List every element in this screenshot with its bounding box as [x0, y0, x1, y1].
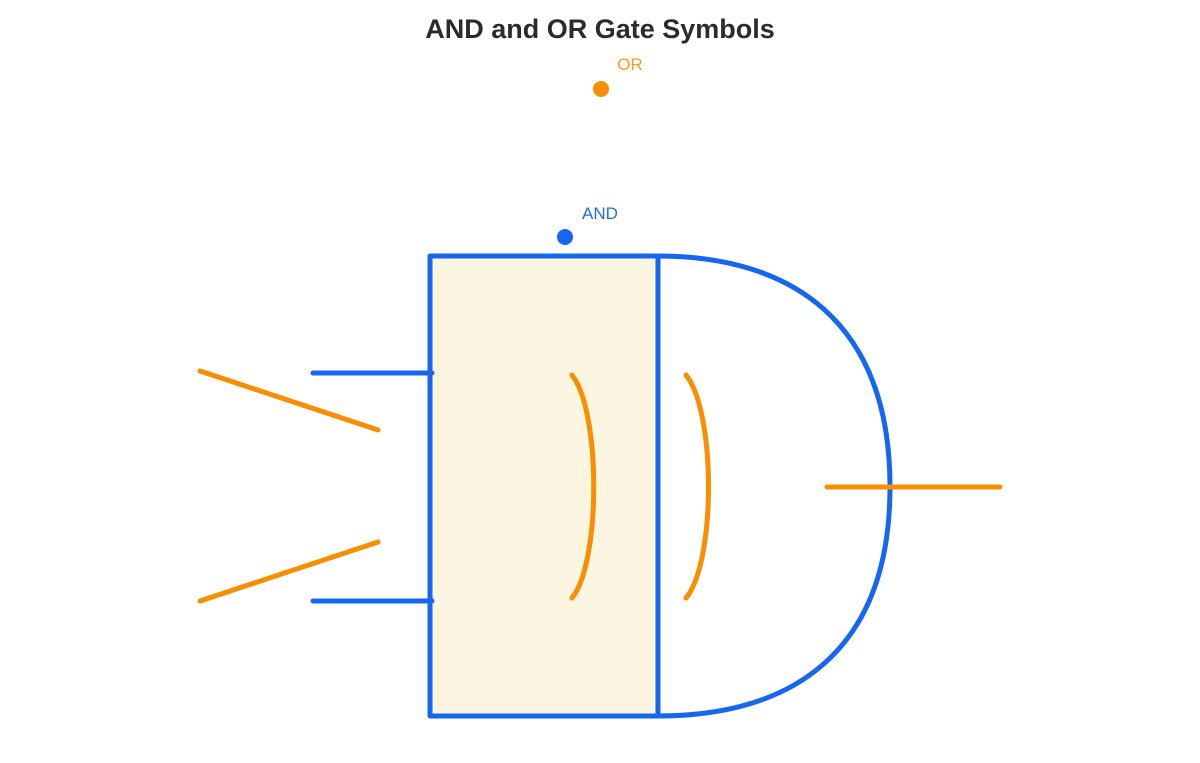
legend-dot-or-icon — [593, 81, 609, 97]
legend-item-and[interactable]: AND — [557, 204, 618, 245]
or-gate-input-line-bottom — [197, 539, 381, 604]
legend-dot-and-icon — [557, 229, 573, 245]
legend-label-and: AND — [582, 204, 618, 223]
and-gate-group — [310, 253, 893, 719]
or-gate-group — [197, 368, 1003, 604]
page-title: AND and OR Gate Symbols — [425, 14, 775, 44]
or-gate-input-line-top — [197, 368, 381, 433]
or-gate-back-arc-left — [569, 372, 597, 601]
and-gate-fill-rect — [430, 256, 658, 716]
legend-label-or: OR — [617, 55, 643, 74]
legend-item-or[interactable]: OR — [593, 55, 643, 97]
or-gate-back-arc-right — [683, 372, 711, 601]
